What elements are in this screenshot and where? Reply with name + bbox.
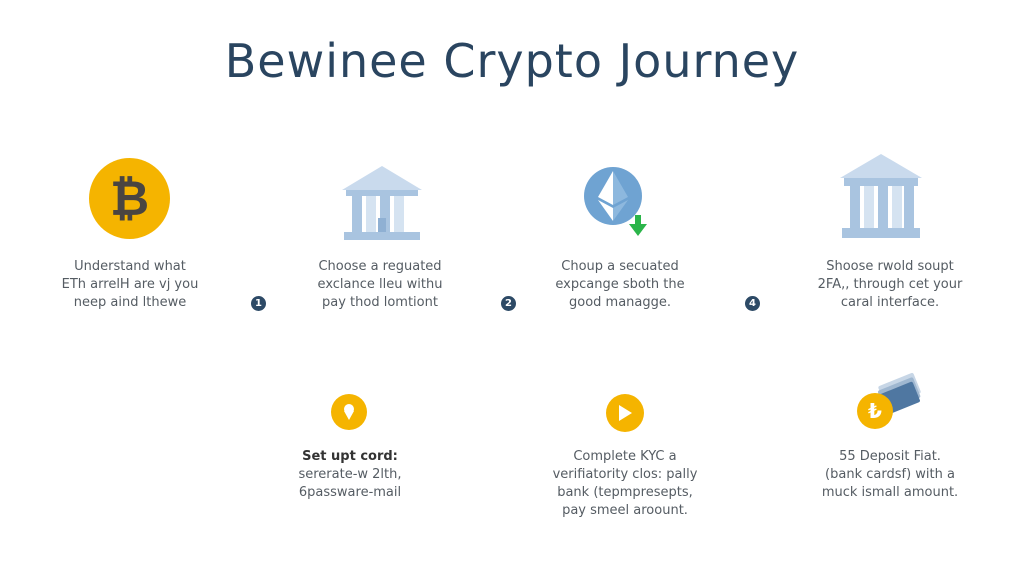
step-line: (bank cardsf) with a — [825, 467, 955, 482]
step-text: Complete KYC a verifiatority clos: pally… — [535, 448, 715, 520]
step-line: 2FA,, through cet your — [817, 277, 963, 292]
page-title: Bewinee Crypto Journey — [224, 34, 800, 88]
step-text: Choup a secuated expcange sboth the good… — [530, 258, 710, 312]
step-line: sererate-w 2lth, — [298, 467, 402, 482]
step-line: pay thod lomtiont — [322, 295, 438, 310]
step-line: Complete KYC a — [573, 449, 677, 464]
step-line: neep aind lthewe — [73, 295, 187, 310]
step-choose-exchange: Choose a reguated exclance lleu withu pa… — [290, 258, 470, 312]
ice-cream-icon — [331, 394, 367, 430]
step-line: caral interface. — [840, 295, 940, 310]
step-text: Choose a reguated exclance lleu withu pa… — [290, 258, 470, 312]
step-line: muck ismall amount. — [821, 485, 959, 500]
step-badge-4: 4 — [745, 296, 760, 311]
ethereum-download-icon — [584, 167, 650, 243]
step-line: Shoose rwold soupt — [826, 259, 954, 274]
step-deposit-fiat: 55 Deposit Fiat. (bank cardsf) with a mu… — [790, 448, 990, 502]
step-line: 6passware-mail — [298, 485, 402, 500]
lira-cards-icon: ₺ — [856, 366, 926, 440]
step-text: Shoose rwold soupt 2FA,, through cet you… — [790, 258, 990, 312]
step-line: Understand what — [74, 259, 186, 274]
step-2fa: Shoose rwold soupt 2FA,, through cet you… — [790, 258, 990, 312]
step-heading: Set upt cord: — [302, 449, 398, 464]
step-line: exclance lleu withu — [317, 277, 443, 292]
step-line: Choose a reguated — [318, 259, 442, 274]
step-understand: Understand what ETh arrelH are vj you ne… — [40, 258, 220, 312]
bank-icon — [840, 154, 922, 246]
step-line: 55 Deposit Fiat. — [839, 449, 941, 464]
step-kyc: Complete KYC a verifiatority clos: pally… — [535, 448, 715, 520]
bank-icon — [342, 166, 422, 246]
svg-text:₺: ₺ — [868, 399, 882, 423]
step-badge-2: 2 — [501, 296, 516, 311]
step-line: expcange sboth the — [555, 277, 685, 292]
step-text: 55 Deposit Fiat. (bank cardsf) with a mu… — [790, 448, 990, 502]
step-line: good managge. — [568, 295, 671, 310]
step-text: Set upt cord: sererate-w 2lth, 6passware… — [270, 448, 430, 502]
play-icon — [606, 394, 644, 432]
bitcoin-icon: ₿ — [89, 158, 170, 239]
step-line: ETh arrelH are vj you — [61, 277, 199, 292]
step-line: bank (tepmpresepts, — [557, 485, 693, 500]
step-text: Understand what ETh arrelH are vj you ne… — [40, 258, 220, 312]
step-badge-1: 1 — [251, 296, 266, 311]
step-setup-account: Set upt cord: sererate-w 2lth, 6passware… — [270, 448, 430, 502]
step-line: verifiatority clos: pally — [552, 467, 698, 482]
step-secure-exchange: Choup a secuated expcange sboth the good… — [530, 258, 710, 312]
step-line: pay smeel aroount. — [562, 503, 688, 518]
step-line: Choup a secuated — [561, 259, 679, 274]
